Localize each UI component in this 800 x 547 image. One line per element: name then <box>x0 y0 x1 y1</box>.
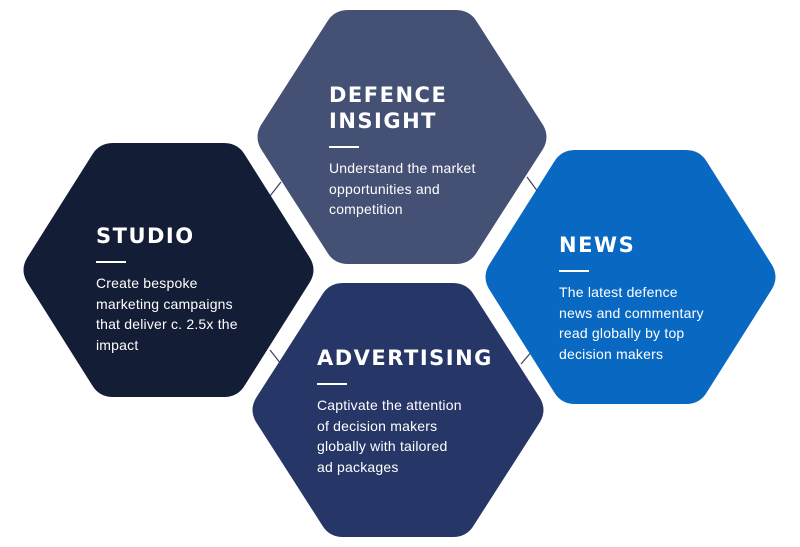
hexagon-studio[interactable] <box>23 143 314 397</box>
defence-insight-title: DEFENCE INSIGHT <box>329 82 476 134</box>
hexagon-defence-insight[interactable] <box>257 10 547 264</box>
desc-line: of decision makers <box>317 417 438 434</box>
desc-line: impact <box>96 336 139 353</box>
advertising-description: Captivate the attention of decision make… <box>317 395 493 477</box>
desc-line: opportunities and <box>329 180 440 197</box>
defence-insight-divider <box>329 146 359 148</box>
desc-line: competition <box>329 201 403 217</box>
desc-line: ad packages <box>317 458 399 475</box>
desc-line: decision makers <box>559 345 664 362</box>
studio-content: STUDIO Create bespoke marketing campaign… <box>96 223 238 355</box>
hexagon-advertising[interactable] <box>252 283 544 537</box>
connector-studio-advertising <box>269 349 282 365</box>
advertising-divider <box>317 383 347 385</box>
news-divider <box>559 270 589 272</box>
desc-line: globally with tailored <box>317 438 448 454</box>
news-title: NEWS <box>559 233 636 257</box>
defence-insight-description: Understand the market opportunities and … <box>329 158 476 220</box>
advertising-title: ADVERTISING <box>317 346 493 370</box>
defence-insight-title-line2: INSIGHT <box>329 109 437 133</box>
desc-line: The latest defence <box>559 284 678 300</box>
news-description: The latest defence news and commentary r… <box>559 282 704 364</box>
defence-insight-content: DEFENCE INSIGHT Understand the market op… <box>329 82 476 220</box>
desc-line: marketing campaigns <box>96 295 233 312</box>
studio-title: STUDIO <box>96 224 195 248</box>
hexagon-news[interactable] <box>485 150 776 404</box>
studio-divider <box>96 261 126 263</box>
desc-line: read globally by top <box>559 325 685 341</box>
desc-line: Understand the market <box>329 160 476 176</box>
desc-line: Captivate the attention <box>317 397 462 413</box>
desc-line: Create bespoke <box>96 275 198 291</box>
connector-defence-news <box>526 176 539 193</box>
defence-insight-title-line1: DEFENCE <box>329 83 448 107</box>
news-content: NEWS The latest defence news and comment… <box>559 232 704 364</box>
advertising-content: ADVERTISING Captivate the attention of d… <box>317 345 493 477</box>
desc-line: news and commentary <box>559 304 704 321</box>
connector-studio-defence <box>269 181 282 197</box>
studio-description: Create bespoke marketing campaigns that … <box>96 273 238 355</box>
desc-line: that deliver c. 2.5x the <box>96 316 238 332</box>
